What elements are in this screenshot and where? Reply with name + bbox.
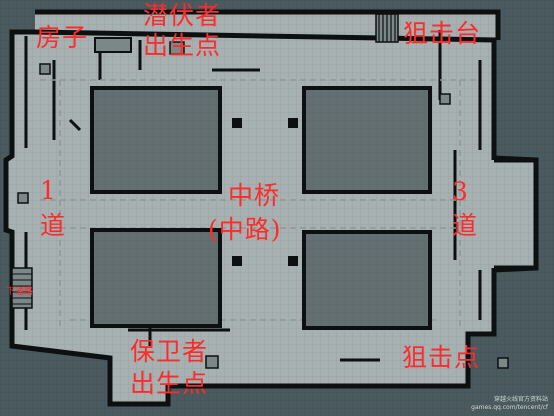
corridor-lines [40,79,490,330]
watermark-line2: games.qq.com/tencent/cf [471,404,548,412]
label-defender-spawn-2: 出生点 [130,369,209,398]
pillar [288,118,298,128]
right-lobby-wall [494,157,539,271]
crate [17,192,29,204]
pillar [232,256,242,266]
label-middle-road: (中路) [208,215,282,244]
label-lane1-number: 1 [40,176,57,205]
house-room [94,37,132,53]
label-middle-bridge: 中桥 [228,181,281,210]
label-defender-spawn: 保卫者 [130,337,209,366]
block-bottom-right [302,230,432,330]
sniper-platform-stairs [375,13,399,43]
watermark: 穿越火线官方资料站 games.qq.com/tencent/cf [471,396,548,412]
pillar [288,256,298,266]
label-house: 房子 [36,23,89,52]
block-bottom-left [90,228,222,328]
label-infiltrator-spawn: 潜伏者 [143,1,222,30]
label-stairs: 下通路 [6,287,34,297]
label-sniper-platform: 狙击台 [403,19,482,48]
crate [439,93,451,105]
crate [497,357,509,369]
watermark-line1: 穿越火线官方资料站 [493,396,548,404]
label-sniper-point: 狙击点 [402,343,481,372]
label-infiltrator-spawn-2: 出生点 [143,31,222,60]
crate [169,41,185,55]
block-top-right [302,86,432,194]
label-lane1-word: 道 [40,211,67,240]
pillar [232,118,242,128]
block-top-left [90,86,222,194]
label-lane3-number: 3 [452,177,469,206]
label-lane3-word: 道 [452,211,479,240]
crate [39,63,51,75]
left-stairs [11,267,33,309]
right-lobby [470,160,494,268]
crate [205,355,219,369]
